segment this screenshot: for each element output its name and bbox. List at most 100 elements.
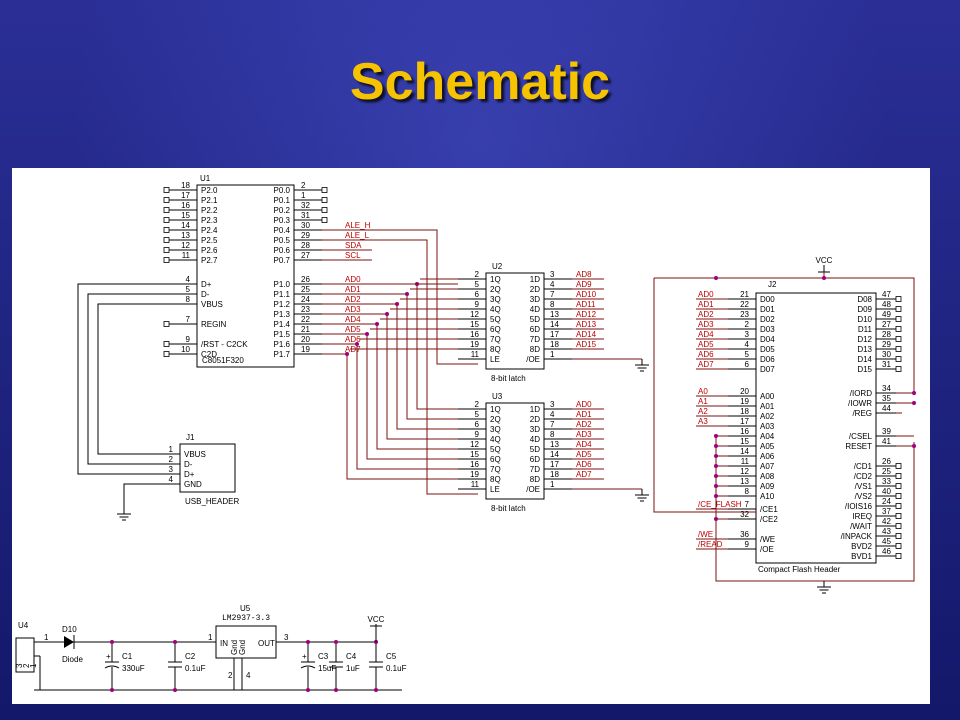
j2-pin-number: 37 [882,507,891,516]
ale-h-wire [322,229,478,365]
j1-pin-name: VBUS [184,450,206,459]
u1-pin-number: 17 [181,191,190,200]
u2-pin-number: 14 [550,320,559,329]
j2-pin-number: 8 [745,487,750,496]
u1-pin-number: 13 [181,231,190,240]
j2-pin-name: RESET [845,442,872,451]
junction-dot [385,312,389,316]
u3-pin-number: 13 [550,440,559,449]
u1-pin-name: P0.3 [274,216,291,225]
net-label: AD3 [576,430,592,439]
u1-pin-number: 23 [301,305,310,314]
j2-pin-number: 46 [882,547,891,556]
j2-pin-number: 47 [882,290,891,299]
u4-pin-number: 2 [22,663,31,668]
u2-pin-number: 15 [470,320,479,329]
j2-pin-number: 12 [740,467,749,476]
net-label: AD5 [576,450,592,459]
net-label: AD7 [576,470,592,479]
u1-pin-number: 25 [301,285,310,294]
slide-title: Schematic [349,53,611,111]
u2-pin-name: 4D [530,305,540,314]
net-label: AD8 [576,270,592,279]
unconnected-pin-box [163,187,170,193]
j2-part: Compact Flash Header [758,565,841,574]
u1-pin-number: 2 [301,181,306,190]
u2-description: 8-bit latch [491,374,526,383]
net-label: AD5 [345,325,361,334]
usb-gnd-wire [123,483,158,508]
j2-pin-name: A02 [760,412,775,421]
u1-pin-name: P1.1 [274,290,291,299]
net-label: /READ [698,540,723,549]
j2-pin-number: 39 [882,427,891,436]
u5-pin-name: IN [220,639,228,648]
unconnected-pin-box [895,503,902,509]
j2-pin-name: D05 [760,345,775,354]
diode-symbol [64,636,74,648]
u1-part: C8051F320 [202,356,244,365]
u3-pin-number: 12 [470,440,479,449]
j2-pin-name: A09 [760,482,775,491]
j2-pin-name: /OE [760,545,774,554]
net-label: A1 [698,397,708,406]
j2-pin-number: 15 [740,437,749,446]
u3-pin-number: 7 [550,420,555,429]
u1-pin-name: P1.6 [274,340,291,349]
u2-pin-name: 5Q [490,315,501,324]
unconnected-pin-box [895,296,902,302]
j2-pin-name: /WE [760,535,775,544]
j2-pin-name: D01 [760,305,775,314]
j2-pin-number: 14 [740,447,749,456]
j2-pin-name: D10 [857,315,872,324]
u3-pin-number: 18 [550,470,559,479]
junction-dot [334,640,338,644]
j2-pin-number: 25 [882,467,891,476]
cap-polarity: + [302,652,307,661]
u1-pin-number: 21 [301,325,310,334]
j2-pin-name: D08 [857,295,872,304]
unconnected-pin-box [895,473,902,479]
j2-pin-name: /VS2 [855,492,873,501]
junction-dot [355,342,359,346]
u1-pin-number: 29 [301,231,310,240]
j2-pin-name: D02 [760,315,775,324]
j2-pin-name: D00 [760,295,775,304]
u3-pin-number: 2 [475,400,480,409]
u3-pin-number: 8 [550,430,555,439]
unconnected-pin-box [163,257,170,263]
u3-pin-name: 3Q [490,425,501,434]
u4-body [15,637,35,673]
j2-pin-name: D04 [760,335,775,344]
u5-pin-number: 3 [284,633,289,642]
u3-pin-name: 8Q [490,475,501,484]
net-label: AD10 [576,290,597,299]
u3-pin-name: LE [490,485,500,494]
u2-pin-number: 6 [475,290,480,299]
junction-dot [173,688,177,692]
ad-bus-wire [396,304,458,430]
u1-pin-name: D+ [201,280,212,289]
u1-pin-name: P1.5 [274,330,291,339]
d10-ref: D10 [62,625,77,634]
net-label: AD7 [698,360,714,369]
unconnected-pin-box [163,197,170,203]
j2-pin-name: BVD2 [851,542,872,551]
net-label: AD3 [698,320,714,329]
j2-pin-number: 34 [882,384,891,393]
j2-pin-name: D13 [857,345,872,354]
net-label: AD13 [576,320,597,329]
u1-pin-number: 24 [301,295,310,304]
j2-pin-number: 33 [882,477,891,486]
cap-ref: C2 [185,652,196,661]
j2-pin-number: 24 [882,497,891,506]
vcc-rail-left [653,278,756,513]
u2-pin-number: 12 [470,310,479,319]
j2-pin-name: /CE2 [760,515,778,524]
u1-pin-name: P1.7 [274,350,291,359]
u2-pin-name: 2Q [490,285,501,294]
u1-pin-name: VBUS [201,300,223,309]
net-label: AD2 [576,420,592,429]
unconnected-pin-box [321,197,328,203]
u2-pin-number: 19 [470,340,479,349]
